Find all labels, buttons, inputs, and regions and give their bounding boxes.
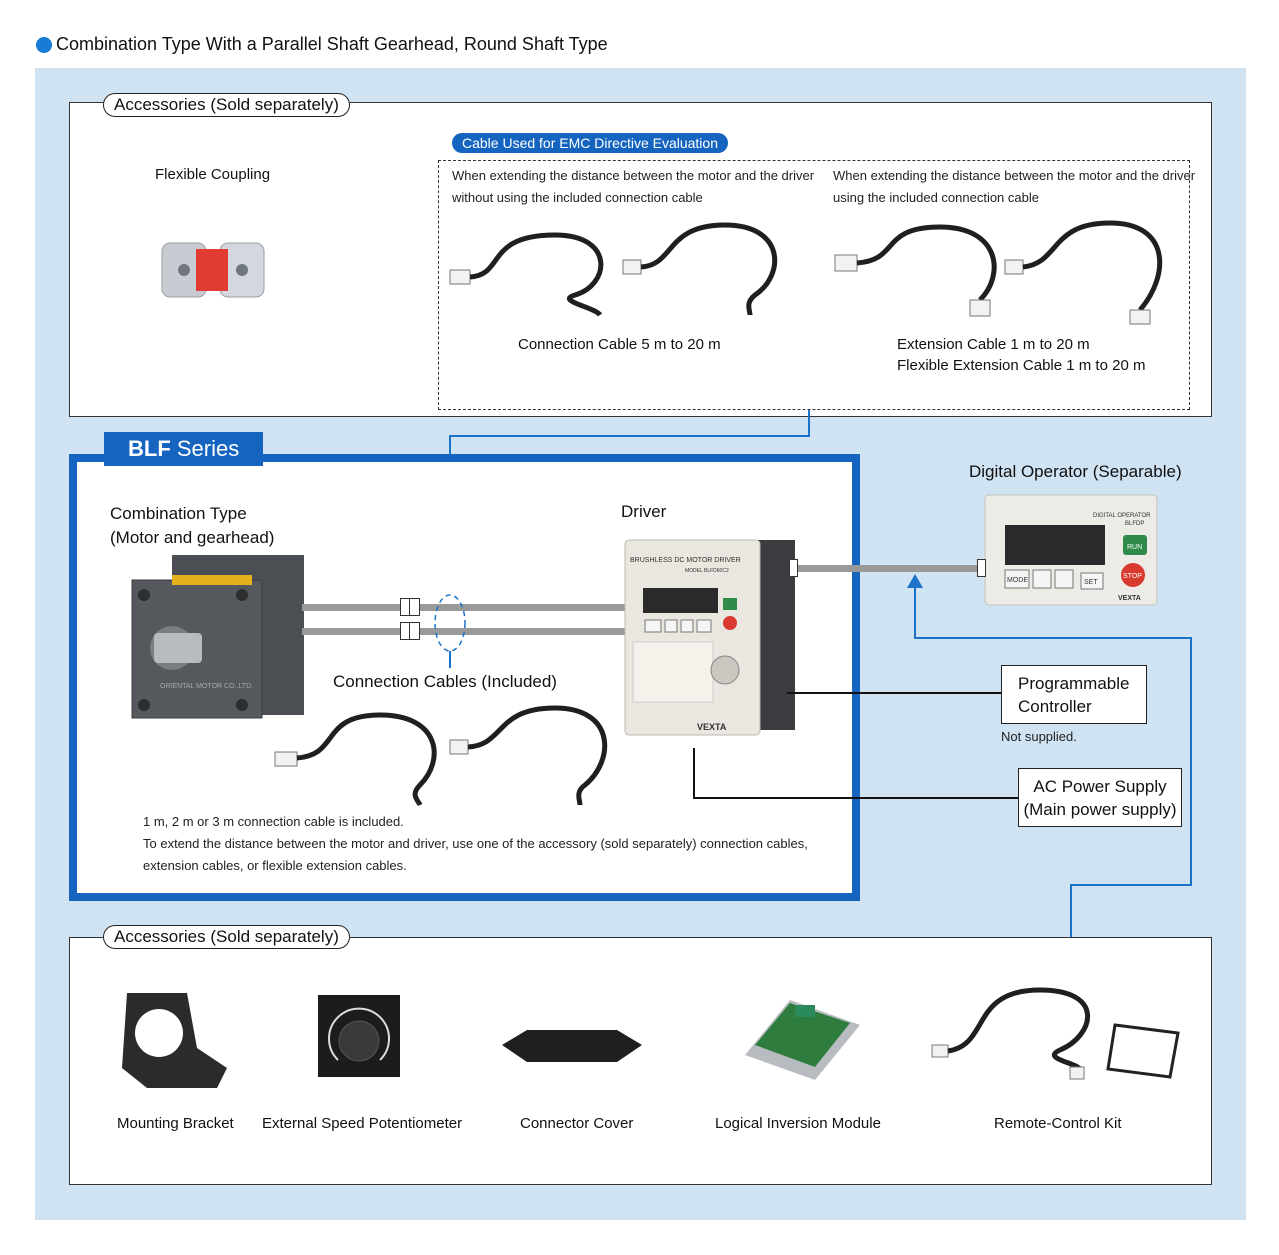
emc-connector-line: [449, 435, 810, 437]
bullet-icon: [36, 36, 52, 53]
driver-label: Driver: [621, 502, 667, 521]
plc-line1: Programmable: [1018, 674, 1130, 693]
driver-brand-text: VEXTA: [697, 722, 727, 732]
op-title-text: DIGITAL OPERATOR: [1093, 513, 1151, 519]
digital-operator-image: DIGITAL OPERATOR BLFDP RUN STOP MODE SET…: [984, 494, 1158, 606]
logical-inversion-module-image: [745, 1000, 860, 1080]
driver-model-text: MODEL BLFD60C2: [685, 568, 729, 574]
driver-title-text: BRUSHLESS DC MOTOR DRIVER: [630, 557, 741, 564]
included-cable-note-2: To extend the distance between the motor…: [143, 836, 808, 851]
bottom-accessories-title: Accessories (Sold separately): [103, 925, 350, 949]
op-mode-text: MODE: [1007, 577, 1028, 584]
flexible-coupling-label: Flexible Coupling: [155, 166, 271, 183]
emc-left-desc-1: When extending the distance between the …: [452, 168, 815, 183]
external-speed-potentiometer-image: [318, 995, 400, 1077]
mounting-bracket-label: Mounting Bracket: [117, 1115, 234, 1132]
digital-operator-label: Digital Operator (Separable): [969, 462, 1182, 481]
emc-dashed-frame: [438, 160, 1190, 410]
combination-type-line1: Combination Type: [110, 504, 247, 523]
connector-cover-label: Connector Cover: [520, 1115, 634, 1132]
combination-type-line2: (Motor and gearhead): [110, 528, 275, 547]
blf-series-tab: BLF Series: [104, 432, 264, 466]
ac-line2: (Main power supply): [1023, 800, 1177, 819]
top-accessories-title: Accessories (Sold separately): [103, 93, 350, 117]
flexible-extension-cable-label: Flexible Extension Cable 1 m to 20 m: [897, 357, 1146, 374]
blf-tab-rest: Series: [170, 436, 240, 461]
arrow-up-icon: [907, 574, 923, 588]
extension-cable-label: Extension Cable 1 m to 20 m: [897, 336, 1090, 353]
operator-cable-connector: [977, 559, 986, 577]
emc-left-desc-2: without using the included connection ca…: [452, 190, 703, 205]
connector-cover-image: [502, 1030, 642, 1062]
operator-cable-connector: [789, 559, 798, 577]
extension-cable-image: [834, 220, 1163, 325]
cable-connector-upper: [400, 598, 420, 616]
op-model-text: BLFDP: [1125, 521, 1144, 527]
driver-image: BRUSHLESS DC MOTOR DRIVER MODEL BLFD60C2…: [624, 539, 795, 736]
ac-line: [693, 797, 1019, 799]
plc-line2: Controller: [1018, 697, 1092, 716]
connector-divider: [409, 598, 410, 616]
blf-tab-bold: BLF: [128, 436, 171, 461]
op-set-text: SET: [1084, 579, 1098, 586]
motor-maker-text: ORIENTAL MOTOR CO.,LTD.: [160, 683, 253, 690]
op-stop-text: STOP: [1123, 573, 1142, 580]
op-brand-text: VEXTA: [1118, 595, 1141, 602]
op-run-text: RUN: [1127, 544, 1142, 551]
remote-kit-line: [914, 586, 916, 638]
remote-kit-line: [1190, 637, 1192, 886]
included-cables-image: [274, 705, 608, 807]
motor-cable-upper: [302, 604, 627, 611]
combination-type-label: Combination Type (Motor and gearhead): [110, 502, 274, 550]
connection-cables-included-label: Connection Cables (Included): [333, 672, 557, 691]
cable-connector-lower: [400, 622, 420, 640]
remote-kit-line: [1070, 884, 1192, 886]
logical-inversion-module-label: Logical Inversion Module: [715, 1115, 881, 1132]
page-heading: Combination Type With a Parallel Shaft G…: [36, 34, 608, 55]
motor-gearhead-image: ORIENTAL MOTOR CO.,LTD.: [131, 555, 304, 719]
page-title: Combination Type With a Parallel Shaft G…: [56, 34, 608, 54]
emc-right-desc-2: using the included connection cable: [833, 190, 1039, 205]
emc-right-desc-1: When extending the distance between the …: [833, 168, 1196, 183]
external-speed-potentiometer-label: External Speed Potentiometer: [262, 1115, 463, 1132]
remote-control-kit-image: [931, 987, 1180, 1080]
emc-connector-line: [808, 410, 810, 436]
programmable-controller-box: Programmable Controller: [1001, 665, 1147, 724]
motor-cable-lower: [302, 628, 627, 635]
operator-cable: [797, 565, 979, 572]
included-cable-note-1: 1 m, 2 m or 3 m connection cable is incl…: [143, 814, 404, 829]
bottom-accessories-box: [69, 937, 1212, 1185]
connection-cable-image: [449, 222, 778, 317]
remote-control-kit-label: Remote-Control Kit: [994, 1115, 1122, 1132]
ac-power-supply-box: AC Power Supply (Main power supply): [1018, 768, 1182, 827]
connector-divider: [409, 622, 410, 640]
ac-line1: AC Power Supply: [1033, 777, 1167, 796]
included-cable-note-3: extension cables, or flexible extension …: [143, 858, 407, 873]
connection-cable-label: Connection Cable 5 m to 20 m: [518, 336, 721, 353]
ac-line: [693, 748, 695, 799]
mounting-bracket-image: [122, 993, 227, 1088]
plc-line: [787, 692, 1002, 694]
not-supplied-label: Not supplied.: [1001, 729, 1077, 744]
remote-kit-line: [914, 637, 1192, 639]
emc-badge: Cable Used for EMC Directive Evaluation: [452, 133, 728, 153]
flexible-coupling-image: [161, 242, 265, 298]
cable-highlight-ellipse: [434, 594, 466, 668]
